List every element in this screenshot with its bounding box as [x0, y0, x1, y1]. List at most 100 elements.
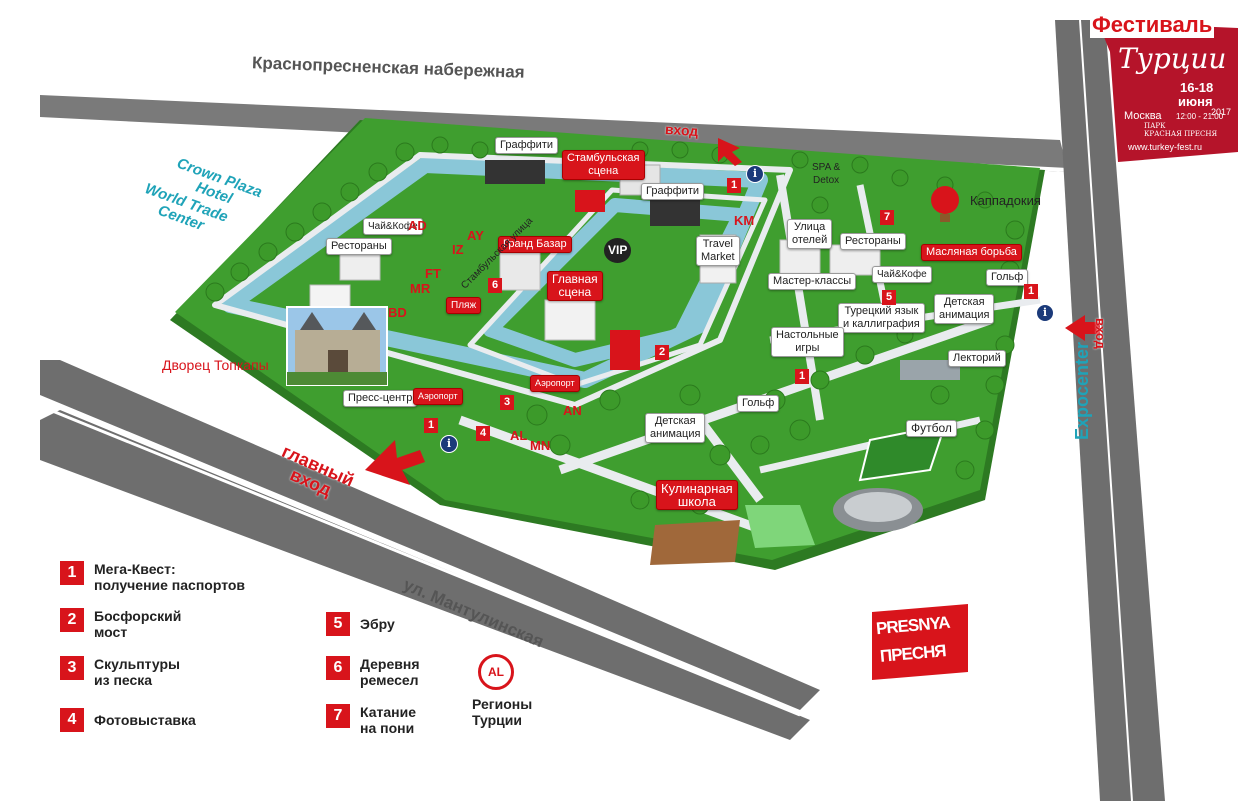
arrow-east-entry	[1065, 315, 1100, 341]
marker-1-east: 1	[1024, 284, 1038, 299]
lawn-pad	[745, 505, 815, 548]
south-road	[40, 360, 820, 710]
legend-text: Деревня ремесел	[360, 656, 420, 688]
legend-text: Эбру	[360, 616, 395, 632]
legend-item-5: 5 Эбру	[326, 612, 395, 636]
label-turetskiy-yazyk: Турецкий язык и каллиграфия	[838, 303, 925, 333]
label-aeroport-1: Аэропорт	[413, 388, 463, 405]
legend-badge: 1	[60, 561, 84, 585]
festival-logo-time: 12:00 - 21:00	[1176, 112, 1224, 121]
label-chai-kofe-1: Чай&Кофе	[363, 218, 423, 235]
marker-1-top: 1	[727, 178, 741, 193]
legend-badge: 7	[326, 704, 350, 728]
presnya-logo: PRESNYA ПРЕСНЯ	[868, 604, 972, 680]
arrow-top-entry	[718, 138, 742, 166]
legend-item-3: 3 Скульптуры из песка	[60, 656, 180, 688]
region-an: AN	[563, 403, 582, 418]
region-ft: FT	[425, 266, 441, 281]
festival-logo-park: ПАРК КРАСНАЯ ПРЕСНЯ	[1144, 122, 1218, 138]
topkapi-palace-image	[286, 306, 388, 386]
festival-logo-year: 2017	[1211, 107, 1232, 117]
label-stambul-scene: Стамбульская сцена	[562, 150, 645, 180]
legend-item-7: 7 Катание на пони	[326, 704, 416, 736]
legend-badge: 2	[60, 608, 84, 632]
festival-logo-line2: Турции	[1118, 42, 1227, 75]
marker-1-center: 1	[795, 369, 809, 384]
region-mn: MN	[530, 438, 551, 453]
legend-text: Регионы Турции	[472, 696, 533, 728]
legend-item-4: 4 Фотовыставка	[60, 708, 196, 732]
east-road-name: Expocenter	[1072, 341, 1092, 440]
festival-logo-month: июня	[1178, 94, 1213, 109]
label-vip: VIP	[604, 238, 632, 263]
label-lektoriy: Лекторий	[948, 350, 1006, 367]
region-mr: MR	[410, 281, 431, 296]
info-icon-top[interactable]: i	[746, 165, 764, 183]
label-plyazh: Пляж	[446, 297, 482, 314]
region-iz: IZ	[452, 242, 464, 257]
label-glavnaya-scena: Главная сцена	[547, 271, 603, 301]
festival-logo-dates: 16-18	[1180, 80, 1214, 95]
label-aeroport-2: Аэропорт	[530, 375, 580, 392]
marker-7: 7	[880, 210, 894, 225]
legend-text: Босфорский мост	[94, 608, 182, 640]
label-ulitsa-oteley: Улица отелей	[787, 219, 833, 249]
marker-2: 2	[655, 345, 669, 360]
entry-arrows	[365, 138, 1100, 485]
east-road	[1055, 20, 1165, 801]
legend-item-6: 6 Деревня ремесел	[326, 656, 420, 688]
top-entrance-label: вход	[664, 120, 699, 140]
label-golf-1: Гольф	[986, 269, 1029, 286]
label-nastolnye-igry: Настольные игры	[771, 327, 844, 357]
east-entrance-label: вход	[1093, 318, 1108, 349]
arrow-main-entry	[365, 440, 425, 485]
label-futbol: Футбол	[906, 420, 957, 437]
label-spa: SPA & Detox	[812, 162, 841, 186]
marker-6: 6	[488, 278, 502, 293]
legend-badge: 5	[326, 612, 350, 636]
legend-item-2: 2 Босфорский мост	[60, 608, 181, 640]
region-ad: AD	[408, 218, 427, 233]
label-grand-bazar: Гранд Базар	[498, 236, 572, 253]
festival-logo-city: Москва	[1124, 110, 1162, 122]
festival-logo: Фестиваль Турции 16-18 июня 2017 Москва …	[1088, 12, 1246, 162]
label-detskaya-animatsiya-2: Детская анимация	[645, 413, 706, 443]
info-icon-main[interactable]: i	[440, 435, 458, 453]
label-maslyanaya-borba: Масляная борьба	[921, 244, 1022, 261]
legend-text: Мега-Квест: получение паспортов	[94, 561, 246, 593]
culinary-deck	[650, 520, 740, 565]
region-bd: BD	[388, 305, 407, 320]
legend-region-badge: AL	[478, 654, 514, 690]
legend-item-1: 1 Мега-Квест: получение паспортов	[60, 561, 245, 593]
marker-1-main: 1	[424, 418, 438, 433]
label-travel-market: Travel Market	[696, 236, 740, 266]
legend-text: Скульптуры из песка	[94, 656, 180, 688]
label-master-klassy: Мастер-классы	[768, 273, 857, 290]
region-ay: AY	[467, 228, 484, 243]
legend-badge: 6	[326, 656, 350, 680]
region-km: KM	[734, 213, 755, 228]
marker-5: 5	[882, 290, 896, 305]
legend-item-regions: AL Регионы Турции	[472, 654, 532, 728]
info-icon-east[interactable]: i	[1036, 304, 1054, 322]
label-restorany-2: Рестораны	[840, 233, 906, 250]
label-kappadokia: Каппадокия	[970, 193, 1041, 208]
label-dvorets-topkapy: Дворец Топкапы	[162, 357, 269, 373]
legend-text: Фотовыставка	[94, 712, 196, 728]
south-road-2	[40, 410, 810, 740]
festival-logo-site: www.turkey-fest.ru	[1128, 142, 1203, 152]
legend-badge: 3	[60, 656, 84, 680]
label-restorany-1: Рестораны	[326, 238, 392, 255]
label-golf-2: Гольф	[737, 395, 780, 412]
marker-3: 3	[500, 395, 514, 410]
festival-logo-line1: Фестиваль	[1090, 12, 1215, 38]
legend-text: Катание на пони	[360, 704, 416, 736]
label-graffiti-2: Граффити	[641, 183, 705, 200]
label-press-tsentr: Пресс-центр	[343, 390, 418, 407]
label-graffiti-1: Граффити	[495, 137, 559, 154]
marker-4: 4	[476, 426, 490, 441]
label-kulinarnaya-shkola: Кулинарная школа	[656, 480, 738, 510]
label-detskaya-animatsiya-1: Детская анимация	[934, 294, 995, 324]
legend-badge: 4	[60, 708, 84, 732]
